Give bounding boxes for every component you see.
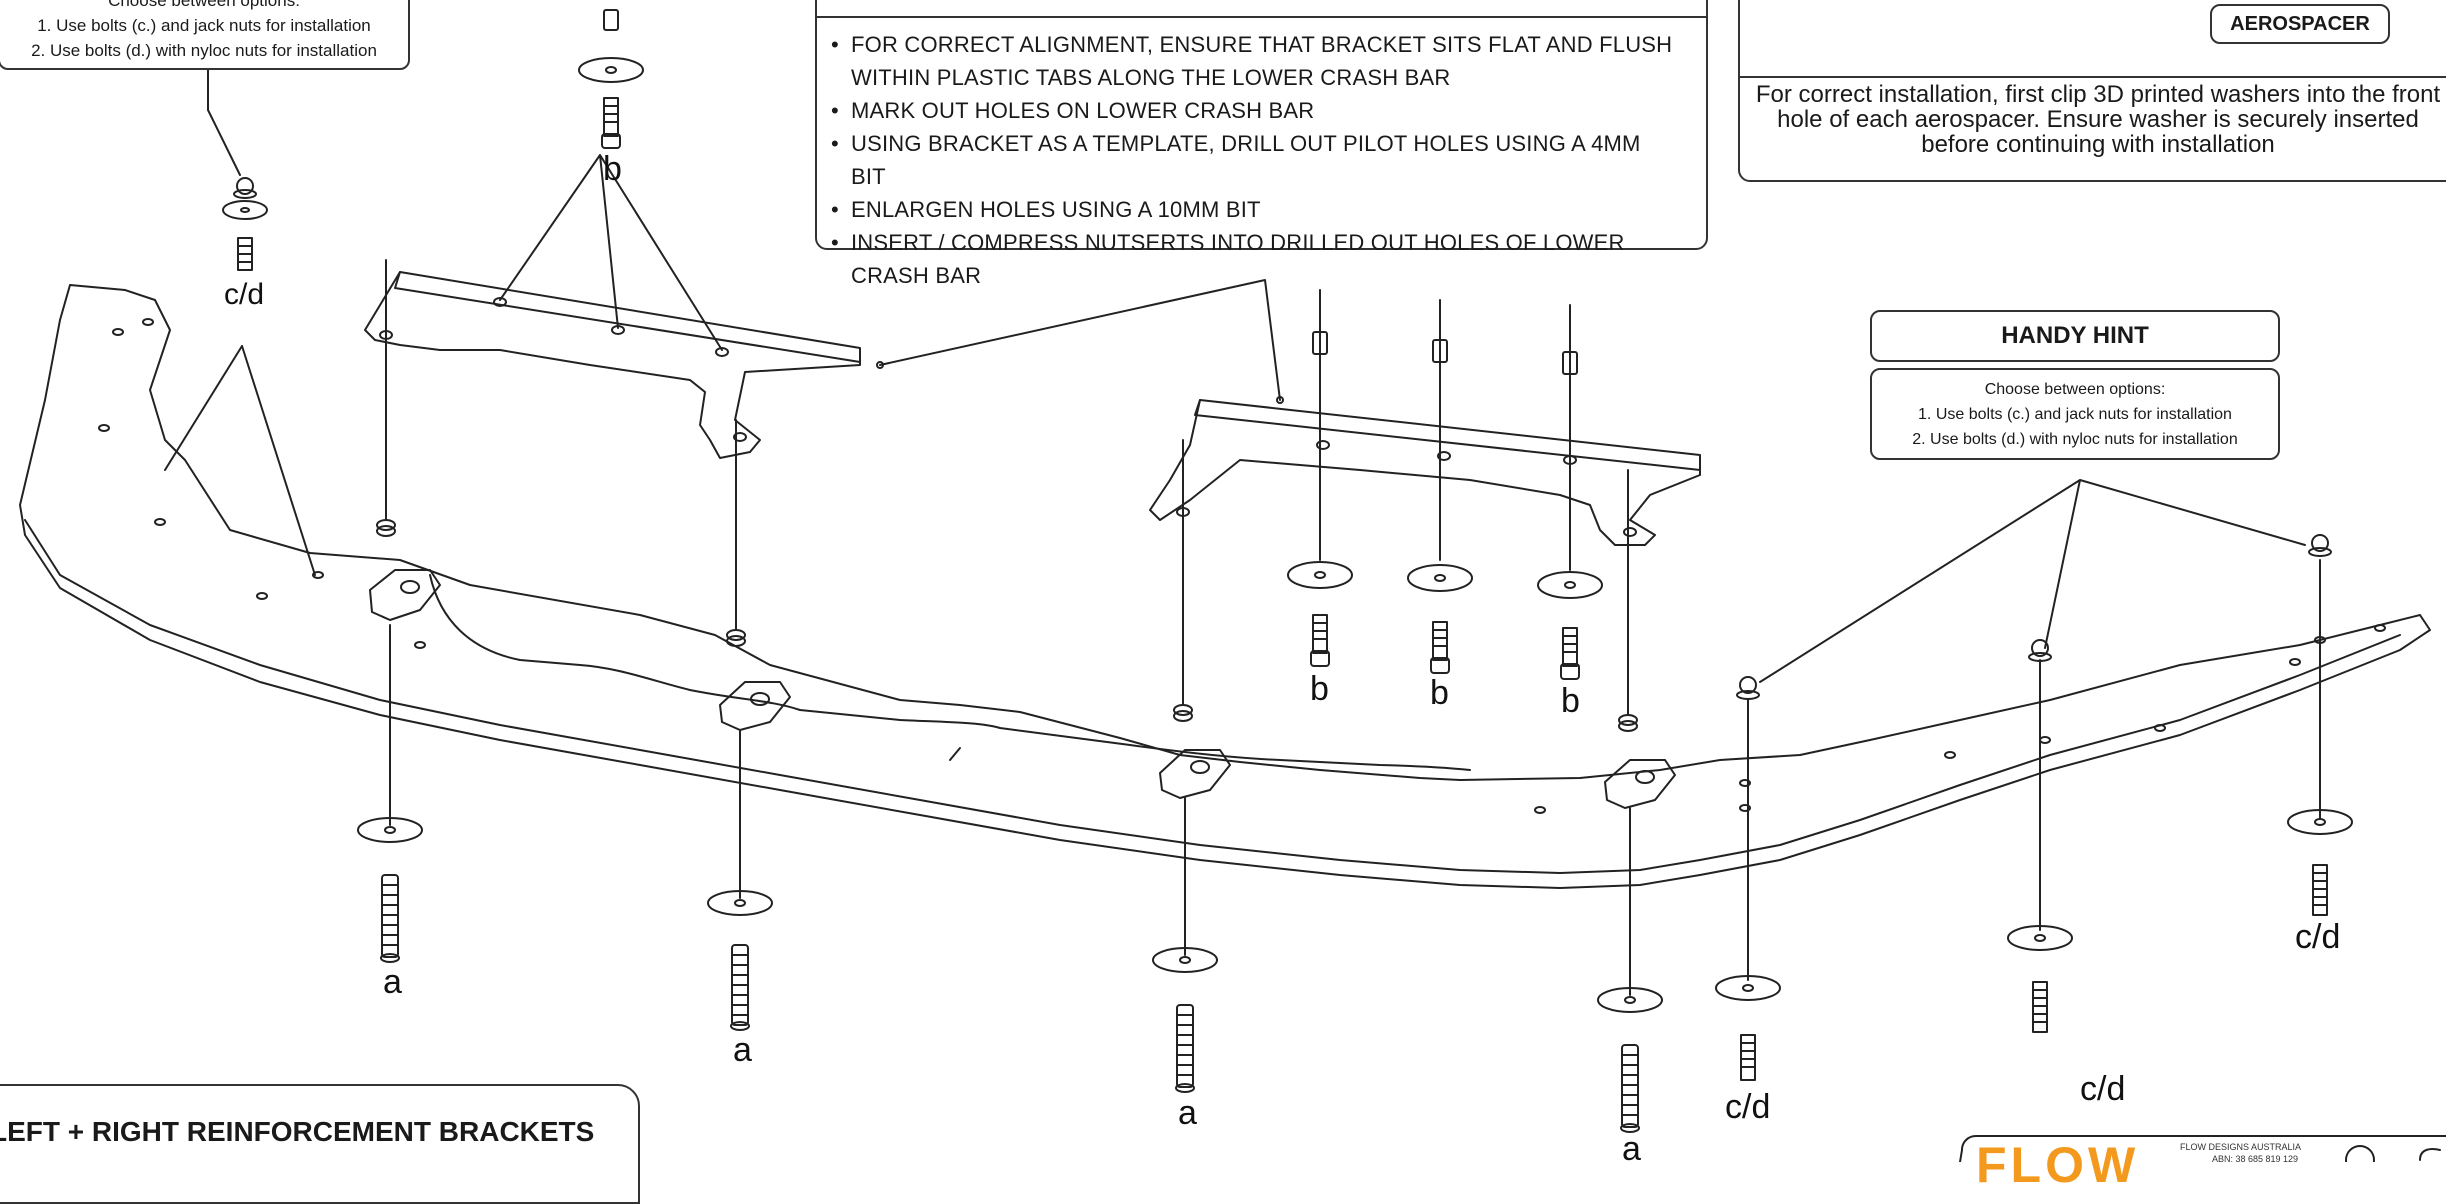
hint-line: 1. Use bolts (c.) and jack nuts for inst… <box>1918 406 2232 423</box>
company-abn: ABN: 38 685 819 129 <box>2212 1154 2299 1164</box>
front-lip-splitter <box>19 284 2431 889</box>
hint-line: 1. Use bolts (c.) and jack nuts for inst… <box>37 16 371 35</box>
label-a: a <box>383 963 402 1001</box>
hint-line: Choose between options: <box>1984 381 2166 398</box>
instructions-box: FOR CORRECT ALIGNMENT, ENSURE THAT BRACK… <box>815 0 1708 288</box>
company-name: FLOW DESIGNS AUSTRALIA <box>2180 1142 2302 1152</box>
label-a: a <box>1178 1094 1197 1132</box>
instructions-list: FOR CORRECT ALIGNMENT, ENSURE THAT BRACK… <box>829 28 1679 292</box>
aerospacer-divider <box>1740 76 2446 78</box>
instruction-item: USING BRACKET AS A TEMPLATE, DRILL OUT P… <box>829 127 1679 193</box>
hardware-stack-a <box>357 624 1663 1133</box>
hint-line: 2. Use bolts (d.) with nyloc nuts for in… <box>31 41 377 60</box>
label-b: b <box>1430 674 1449 712</box>
brackets-title: LEFT + RIGHT REINFORCEMENT BRACKETS <box>0 1116 595 1147</box>
hardware-stack-cd <box>222 177 2353 1081</box>
label-cd: c/d <box>224 278 265 311</box>
label-a: a <box>1622 1130 1641 1168</box>
brackets-title-box: LEFT + RIGHT REINFORCEMENT BRACKETS <box>0 1084 640 1204</box>
hint-line: 2. Use bolts (d.) with nyloc nuts for in… <box>1912 431 2238 448</box>
label-cd: c/d <box>2080 1070 2126 1108</box>
label-b: b <box>603 150 622 188</box>
splitter-holes <box>98 318 2386 814</box>
hardware-stack-b <box>578 9 1603 680</box>
instruction-item: FOR CORRECT ALIGNMENT, ENSURE THAT BRACK… <box>829 28 1679 94</box>
label-b: b <box>1561 682 1580 720</box>
logo-mark <box>1959 1135 2446 1162</box>
label-b: b <box>1310 670 1329 708</box>
hint-line: Choose between options: <box>108 0 300 10</box>
aerospacer-note: For correct installation, first clip 3D … <box>1755 81 2441 158</box>
handy-hint-box: Choose between options: 1. Use bolts (c.… <box>1870 368 2280 460</box>
label-a: a <box>733 1031 752 1069</box>
exploded-assembly-drawing <box>19 0 2446 1162</box>
instruction-item: MARK OUT HOLES ON LOWER CRASH BAR <box>829 94 1679 127</box>
aerospacer-tag: AEROSPACER <box>2210 4 2390 44</box>
hint-box-left: Choose between options: 1. Use bolts (c.… <box>0 0 410 70</box>
instruction-item: ENLARGEN HOLES USING A 10MM BIT <box>829 193 1679 226</box>
left-reinforcement-bracket <box>364 271 861 459</box>
label-cd: c/d <box>2295 918 2341 956</box>
handy-hint-title: HANDY HINT <box>1870 310 2280 362</box>
splitter-mount-tabs <box>369 569 1676 809</box>
label-cd: c/d <box>1725 1088 1771 1126</box>
right-reinforcement-bracket <box>1149 399 1701 546</box>
leader-lines <box>164 67 2306 683</box>
brand-logo: FLOW <box>1976 1137 2140 1193</box>
instruction-item: INSERT / COMPRESS NUTSERTS INTO DRILLED … <box>829 226 1679 292</box>
spacers <box>376 259 1638 732</box>
instructions-header-rule <box>817 16 1706 18</box>
aerospacer-box: AEROSPACER For correct installation, fir… <box>1738 0 2446 182</box>
